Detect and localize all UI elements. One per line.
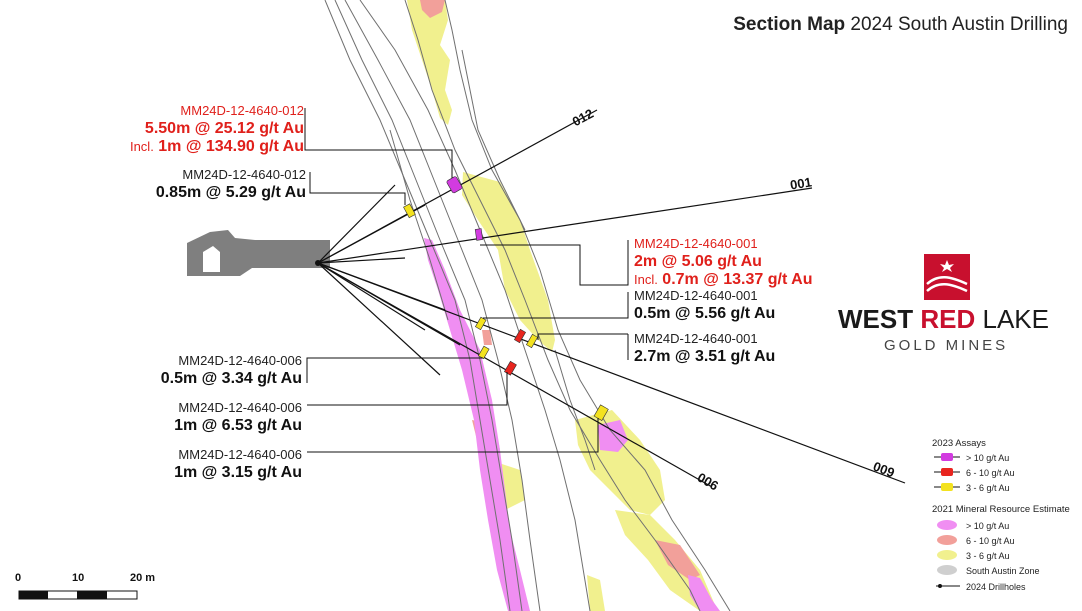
map-title: Section Map 2024 South Austin Drilling	[733, 14, 1068, 36]
scale-label-0: 0	[15, 572, 22, 584]
intercept-hole: MM24D-12-4640-001	[634, 288, 758, 303]
legend-assay-item: 3 - 6 g/t Au	[966, 483, 1010, 493]
logo-wordmark: WEST RED LAKE	[838, 304, 1049, 335]
intercept-006-a: MM24D-12-4640-006 0.5m @ 3.34 g/t Au	[161, 352, 302, 388]
intercept-hole: MM24D-12-4640-006	[178, 447, 302, 462]
leader-lines	[304, 108, 629, 453]
scale-bar-graphic	[18, 590, 138, 600]
intercept-value: 0.5m @ 5.56 g/t Au	[634, 305, 776, 322]
intercept-included: Incl. 1m @ 134.90 g/t Au	[130, 138, 304, 156]
intercept-001-a: MM24D-12-4640-001 2m @ 5.06 g/t Au Incl.…	[634, 235, 812, 289]
legend-assay-item: 6 - 10 g/t Au	[966, 468, 1015, 478]
intercept-value: 0.5m @ 3.34 g/t Au	[160, 370, 302, 387]
incl-value: 1m @ 134.90 g/t Au	[158, 138, 304, 155]
intercept-001-b: MM24D-12-4640-001 0.5m @ 5.56 g/t Au	[634, 287, 775, 323]
legend-resource-item: 6 - 10 g/t Au	[966, 536, 1015, 546]
intercept-hole: MM24D-12-4640-006	[178, 400, 302, 415]
map-title-rest: 2024 South Austin Drilling	[850, 14, 1068, 35]
legend-resource-item: 2024 Drillholes	[966, 582, 1026, 592]
intercept-value: 5.50m @ 25.12 g/t Au	[144, 120, 304, 137]
scale-label-10: 10	[72, 572, 85, 584]
intercept-value: 1m @ 6.53 g/t Au	[174, 417, 302, 434]
logo-mark-icon	[924, 254, 970, 300]
intercept-value: 2m @ 5.06 g/t Au	[634, 253, 762, 270]
logo-subtitle: GOLD MINES	[884, 337, 1009, 354]
legend-resource-item: 3 - 6 g/t Au	[966, 551, 1010, 561]
intercept-012-lower: MM24D-12-4640-012 0.85m @ 5.29 g/t Au	[156, 166, 306, 202]
underground-workings	[187, 230, 330, 276]
logo-word-red: RED	[920, 304, 976, 334]
assay-markers	[403, 176, 609, 421]
intercept-012-upper: MM24D-12-4640-012 5.50m @ 25.12 g/t Au I…	[130, 102, 304, 156]
drillholes-2024	[317, 109, 906, 488]
legend-assays-title: 2023 Assays	[932, 438, 986, 449]
legend-resource-item: South Austin Zone	[966, 566, 1040, 576]
legend-resource-swatches	[936, 520, 960, 588]
legend-resource-item: > 10 g/t Au	[966, 521, 1010, 531]
incl-prefix: Incl.	[129, 139, 154, 154]
intercept-value: 1m @ 3.15 g/t Au	[174, 464, 302, 481]
workings-opening	[203, 246, 220, 272]
map-title-bold: Section Map	[733, 14, 846, 35]
incl-prefix: Incl.	[634, 272, 658, 287]
intercept-hole: MM24D-12-4640-012	[180, 103, 304, 118]
intercept-006-c: MM24D-12-4640-006 1m @ 3.15 g/t Au	[174, 446, 302, 482]
intercept-included: Incl. 0.7m @ 13.37 g/t Au	[634, 271, 812, 289]
intercept-hole: MM24D-12-4640-001	[634, 331, 758, 346]
legend-resource-title: 2021 Mineral Resource Estimate	[932, 504, 1070, 515]
drill-collar	[315, 260, 321, 266]
legend-assay-item: > 10 g/t Au	[966, 453, 1010, 463]
resource-high-grade-zones	[424, 238, 720, 611]
logo-word-lake: LAKE	[982, 304, 1049, 334]
intercept-001-c: MM24D-12-4640-001 2.7m @ 3.51 g/t Au	[634, 330, 775, 366]
intercept-hole: MM24D-12-4640-001	[634, 236, 758, 251]
intercept-value: 2.7m @ 3.51 g/t Au	[634, 348, 776, 365]
intercept-value: 0.85m @ 5.29 g/t Au	[155, 184, 306, 201]
south-austin-zone-contours	[324, 0, 731, 611]
intercept-006-b: MM24D-12-4640-006 1m @ 6.53 g/t Au	[174, 399, 302, 435]
legend-assay-swatches	[934, 453, 960, 491]
scale-label-20: 20 m	[130, 572, 156, 584]
incl-value: 0.7m @ 13.37 g/t Au	[662, 271, 813, 288]
intercept-hole: MM24D-12-4640-006	[178, 353, 302, 368]
logo-word-west: WEST	[838, 304, 914, 334]
intercept-hole: MM24D-12-4640-012	[182, 167, 306, 182]
